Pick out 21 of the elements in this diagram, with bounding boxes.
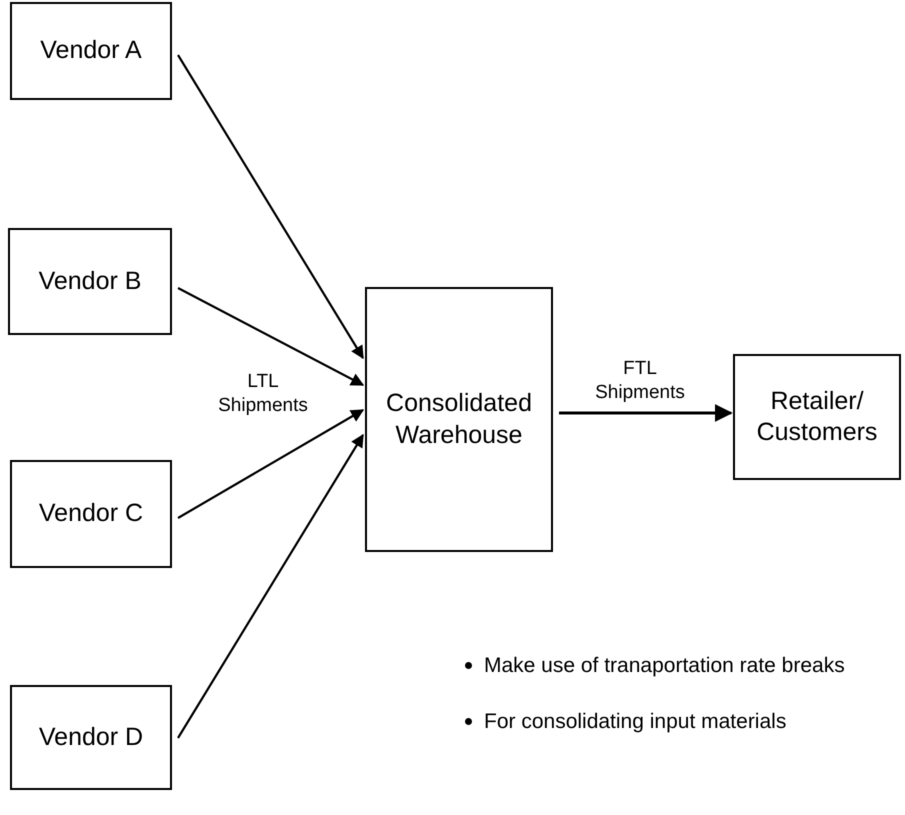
process-box (10, 2, 172, 100)
arrow (559, 404, 733, 422)
arrow (177, 434, 364, 739)
box-label: Vendor D (38, 722, 144, 753)
note-label: LTL Shipments (217, 370, 309, 418)
process-box (10, 460, 172, 568)
edge-label: FTL Shipments (594, 357, 686, 404)
bullet-text: For consolidating input materials (484, 709, 786, 735)
box-label: Vendor B (38, 266, 142, 297)
bullet-text: Make use of tranaportation rate breaks (484, 653, 845, 679)
arrow (177, 409, 364, 519)
process-box (10, 685, 172, 790)
arrow (177, 287, 364, 386)
process-box (8, 228, 172, 335)
box-label: Retailer/ Customers (756, 386, 878, 448)
box-label: Vendor A (40, 35, 142, 66)
arrow (177, 54, 364, 360)
box-label: Consolidated Warehouse (385, 388, 533, 450)
process-box (733, 354, 901, 480)
process-box (365, 287, 553, 552)
box-label: Vendor C (38, 498, 144, 530)
